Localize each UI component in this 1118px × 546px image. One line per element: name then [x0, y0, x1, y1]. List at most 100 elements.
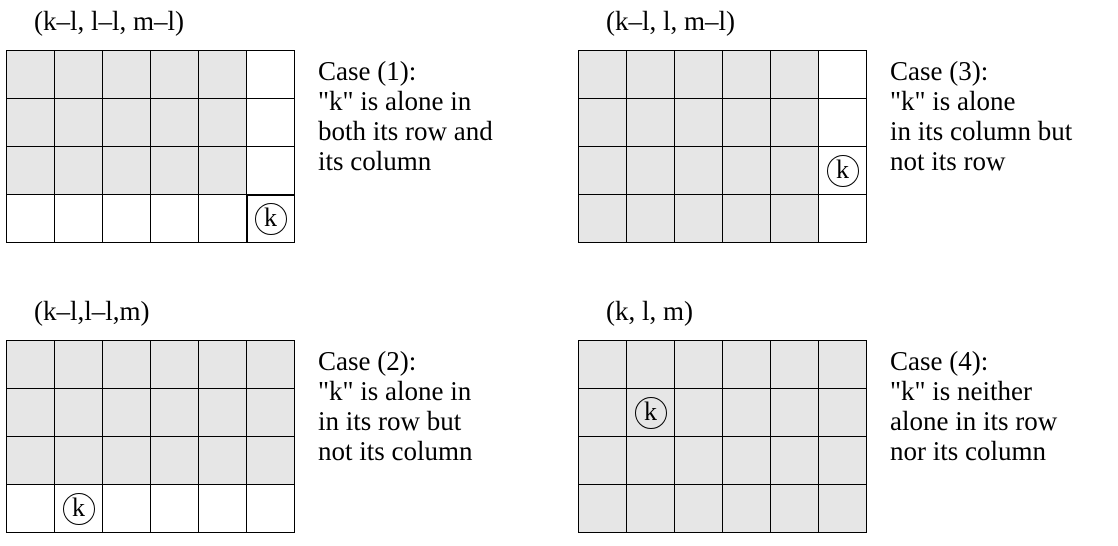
grid-cell	[675, 389, 723, 437]
grid-cell	[819, 389, 867, 437]
panel-case-3: (k–l, l, m–l) k Case (3): "k" is alone i…	[578, 6, 1118, 256]
grid-cell	[723, 147, 771, 195]
grid-cell	[55, 51, 103, 99]
grid-cell	[675, 99, 723, 147]
description-line: its column	[318, 146, 432, 176]
grid: k	[6, 50, 295, 243]
grid-cell	[7, 99, 55, 147]
grid-cell	[819, 99, 867, 147]
description-line: alone in its row	[890, 406, 1058, 436]
panel-case-2: (k–l,l–l,m) k Case (2): "k" is alone in …	[6, 296, 546, 546]
grid-cell	[771, 99, 819, 147]
grid-cell	[247, 99, 295, 147]
grid-cell	[579, 51, 627, 99]
description-line: both its row and	[318, 116, 493, 146]
grid-cell	[151, 389, 199, 437]
grid-cell	[579, 485, 627, 533]
grid-cell	[199, 147, 247, 195]
grid-cell	[819, 51, 867, 99]
grid-cell	[151, 99, 199, 147]
grid-cell	[819, 437, 867, 485]
description-line: "k" is alone in	[318, 86, 472, 116]
grid-cell	[103, 485, 151, 533]
grid-cell	[579, 341, 627, 389]
grid-cell	[771, 147, 819, 195]
k-cell: k	[55, 485, 103, 533]
circled-k-marker: k	[62, 492, 95, 525]
grid-cell	[819, 195, 867, 243]
grid-cell	[723, 99, 771, 147]
grid-cell	[7, 341, 55, 389]
grid-cell	[627, 99, 675, 147]
grid-cell	[675, 51, 723, 99]
grid-cell	[151, 147, 199, 195]
grid: k	[6, 340, 295, 533]
grid-cell	[819, 341, 867, 389]
grid-cell	[771, 341, 819, 389]
grid-cell	[675, 195, 723, 243]
grid-cell	[103, 195, 151, 243]
grid-cell	[627, 485, 675, 533]
grid-cell	[103, 341, 151, 389]
case-title: Case (3):	[890, 56, 989, 86]
grid-cell	[675, 147, 723, 195]
grid-cell	[199, 485, 247, 533]
description-line: "k" is alone	[890, 86, 1016, 116]
grid-cell	[55, 389, 103, 437]
grid-cell	[247, 341, 295, 389]
grid: k	[578, 50, 867, 243]
grid-cell	[675, 341, 723, 389]
grid-cell	[771, 389, 819, 437]
grid-cell	[151, 51, 199, 99]
case-description: Case (1): "k" is alone in both its row a…	[318, 56, 493, 176]
grid-cell	[627, 147, 675, 195]
grid-cell	[771, 51, 819, 99]
grid-cell	[627, 51, 675, 99]
description-line: "k" is alone in	[318, 376, 472, 406]
grid: k	[578, 340, 867, 533]
grid-cell	[723, 389, 771, 437]
grid-cell	[199, 341, 247, 389]
k-cell: k	[627, 389, 675, 437]
grid-cell	[579, 147, 627, 195]
grid-cell	[723, 485, 771, 533]
circled-k-marker: k	[634, 396, 667, 429]
grid-cell	[199, 195, 247, 243]
description-line: "k" is neither	[890, 376, 1033, 406]
description-line: nor its column	[890, 436, 1046, 466]
panel-case-1: (k–l, l–l, m–l) k Case (1): "k" is alone…	[6, 6, 546, 256]
circled-k-marker: k	[254, 202, 287, 235]
grid-cell	[103, 437, 151, 485]
grid-cell	[55, 195, 103, 243]
grid-cell	[7, 485, 55, 533]
grid-cell	[819, 485, 867, 533]
grid-cell	[247, 437, 295, 485]
tuple-label: (k–l, l–l, m–l)	[34, 6, 184, 36]
description-line: in its column but	[890, 116, 1073, 146]
grid-cell	[151, 485, 199, 533]
grid-cell	[55, 437, 103, 485]
grid-cell	[579, 437, 627, 485]
grid-cell	[151, 195, 199, 243]
grid-cell	[55, 147, 103, 195]
grid-cell	[675, 485, 723, 533]
grid-cell	[579, 99, 627, 147]
grid-cell	[247, 485, 295, 533]
grid-cell	[55, 341, 103, 389]
description-line: not its column	[318, 436, 473, 466]
grid-cell	[7, 195, 55, 243]
grid-cell	[55, 99, 103, 147]
case-title: Case (4):	[890, 346, 989, 376]
grid-cell	[7, 51, 55, 99]
grid-cell	[151, 341, 199, 389]
case-description: Case (4): "k" is neither alone in its ro…	[890, 346, 1057, 466]
grid-cell	[199, 437, 247, 485]
grid-cell	[103, 389, 151, 437]
grid-cell	[199, 51, 247, 99]
grid-cell	[723, 51, 771, 99]
grid-cell	[723, 195, 771, 243]
grid-cell	[7, 437, 55, 485]
grid-cell	[771, 485, 819, 533]
diagram: (k–l, l–l, m–l) k Case (1): "k" is alone…	[6, 6, 1118, 533]
grid-cell	[579, 195, 627, 243]
